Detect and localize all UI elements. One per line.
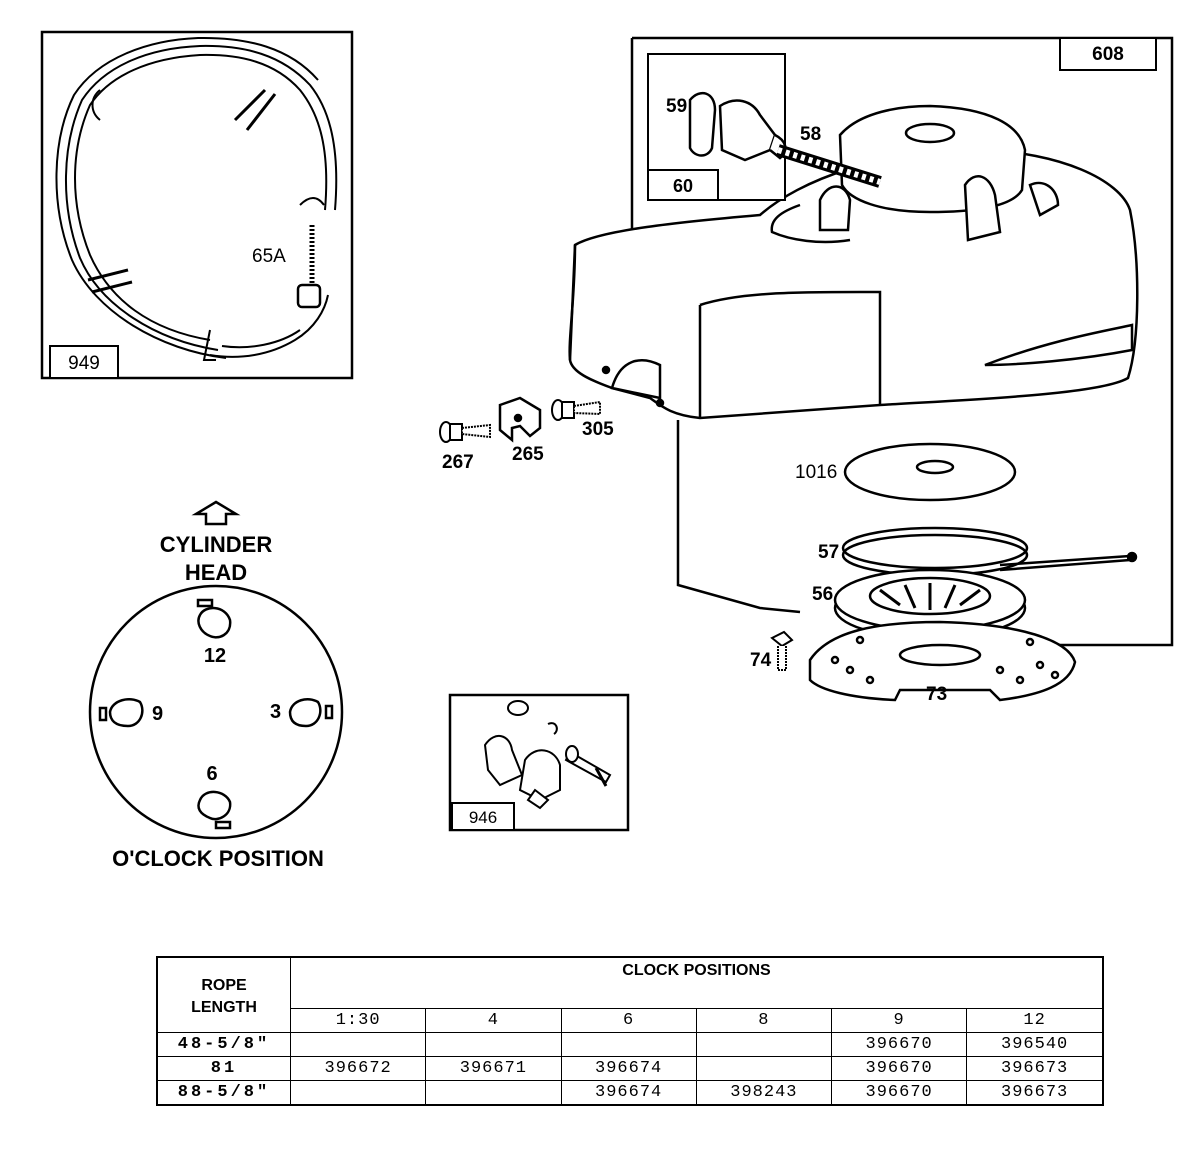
box-608: 608	[630, 36, 1174, 647]
row-length: 48-5/8"	[156, 1032, 291, 1057]
screw-305	[551, 399, 601, 421]
callout-949: 949	[68, 353, 100, 374]
cylinder-head-arrow	[191, 500, 241, 526]
brake-parts-illustration	[483, 700, 612, 810]
callout-58: 58	[800, 124, 821, 145]
table-cell	[289, 1032, 427, 1057]
rope-length-table: ROPE LENGTH CLOCK POSITIONS 1:30 4 6 8 9…	[156, 956, 1104, 1106]
table-cell	[289, 1080, 427, 1106]
table-cell: 396674	[560, 1080, 697, 1106]
callout-265: 265	[512, 444, 544, 465]
clock-marker-3	[288, 698, 334, 728]
table-row: 81 396672 396671 396674 396670 396673	[156, 1056, 1104, 1081]
table-row: 88-5/8" 396674 398243 396670 396673	[156, 1080, 1104, 1106]
callout-56: 56	[812, 584, 833, 605]
callout-267: 267	[442, 452, 474, 473]
starter-handle	[688, 91, 787, 162]
table-cell	[425, 1032, 562, 1057]
clock-label-12: 12	[204, 645, 226, 667]
callout-60: 60	[673, 176, 693, 196]
callout-74: 74	[750, 650, 772, 671]
table-cell: 396673	[966, 1056, 1104, 1081]
table-cell: 396540	[966, 1032, 1104, 1057]
row-length: 81	[156, 1056, 291, 1081]
spring-57	[841, 526, 1138, 577]
clock-marker-9	[98, 698, 144, 728]
clock-label-3: 3	[270, 701, 281, 723]
col-header-4: 4	[425, 1008, 562, 1033]
plate-73	[808, 620, 1077, 702]
col-header-8: 8	[695, 1008, 833, 1033]
table-cell: 398243	[695, 1080, 833, 1106]
table-cell: 396670	[830, 1080, 968, 1106]
callout-73: 73	[926, 684, 947, 705]
col-header-1-30: 1:30	[289, 1008, 427, 1033]
screw-74	[770, 630, 794, 671]
col-header-6: 6	[560, 1008, 697, 1033]
box-949: 949	[40, 30, 354, 380]
callout-608: 608	[1092, 44, 1124, 65]
clock-marker-6	[197, 790, 232, 830]
table-row: 48-5/8" 396670 396540	[156, 1032, 1104, 1057]
callout-65a: 65A	[252, 246, 286, 267]
col-header-9: 9	[830, 1008, 968, 1033]
table-cell	[695, 1032, 833, 1057]
clock-positions-header: CLOCK POSITIONS	[290, 956, 1104, 1009]
clip-265	[498, 396, 542, 443]
starter-cup	[770, 104, 1060, 244]
table-cell: 396670	[830, 1032, 968, 1057]
cylinder-label-line2: HEAD	[185, 560, 247, 585]
cylinder-label-line1: CYLINDER	[160, 532, 273, 557]
table-cell	[425, 1080, 562, 1106]
table-cell: 396673	[966, 1080, 1104, 1106]
screw-267	[439, 421, 491, 443]
clock-disc	[88, 584, 344, 840]
clock-marker-12	[196, 598, 232, 639]
table-cell	[695, 1056, 833, 1081]
callout-946: 946	[469, 808, 497, 827]
callout-57: 57	[818, 542, 839, 563]
clock-label-9: 9	[152, 703, 163, 725]
table-cell: 396672	[289, 1056, 427, 1081]
table-cell: 396674	[560, 1056, 697, 1081]
clip-65a-illustration: 65A	[252, 225, 322, 309]
rope-length-header: ROPE LENGTH	[156, 956, 291, 1033]
starter-rope	[776, 144, 882, 188]
row-length: 88-5/8"	[156, 1080, 291, 1106]
screen-1016	[843, 442, 1017, 502]
col-header-12: 12	[966, 1008, 1104, 1033]
wire-loop-illustration	[55, 36, 338, 361]
rope-header-line2: LENGTH	[191, 999, 257, 1016]
rope-header-line1: ROPE	[201, 977, 247, 994]
box-946: 946	[448, 693, 630, 832]
table-cell: 396670	[830, 1056, 968, 1081]
clock-caption: O'CLOCK POSITION	[112, 846, 324, 871]
table-cell: 396671	[425, 1056, 562, 1081]
table-cell	[560, 1032, 697, 1057]
callout-59: 59	[666, 96, 687, 117]
clock-label-6: 6	[206, 763, 217, 785]
callout-305: 305	[582, 419, 614, 440]
callout-1016: 1016	[795, 462, 837, 483]
